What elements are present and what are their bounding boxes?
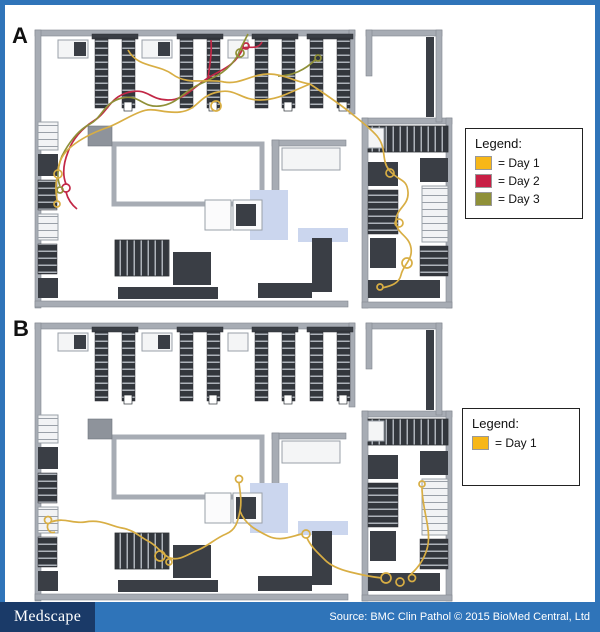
day1-label: = Day 1 (498, 156, 540, 170)
legend-item-day2: = Day 2 (475, 174, 574, 188)
day1-swatch-b (472, 436, 489, 450)
panel-a-label: A (12, 23, 28, 48)
day1-swatch (475, 156, 492, 170)
route-day1-b (43, 474, 430, 587)
day1-label-b: = Day 1 (495, 436, 537, 450)
footer-bar: Medscape Source: BMC Clin Pathol © 2015 … (0, 602, 600, 632)
legend-panel-b: Legend: = Day 1 (462, 408, 580, 486)
legend-item-day3: = Day 3 (475, 192, 574, 206)
panel-b-label: B (13, 316, 29, 341)
medscape-logo-text: Medscape (13, 608, 82, 625)
legend-panel-a: Legend: = Day 1 = Day 2 = Day 3 (465, 128, 583, 219)
day3-swatch (475, 192, 492, 206)
floorplan-a (10, 22, 458, 320)
source-attribution: Source: BMC Clin Pathol © 2015 BioMed Ce… (95, 602, 600, 632)
legend-b-item-day1: = Day 1 (472, 436, 571, 450)
figure-canvas: A B (5, 5, 595, 602)
legend-a-title: Legend: (475, 136, 522, 151)
legend-item-day1: = Day 1 (475, 156, 574, 170)
legend-b-title: Legend: (472, 416, 519, 431)
medscape-logo: Medscape (0, 602, 95, 632)
route-day1 (53, 49, 413, 291)
day3-label: = Day 3 (498, 192, 540, 206)
day2-label: = Day 2 (498, 174, 540, 188)
day2-swatch (475, 174, 492, 188)
floorplan-b (10, 315, 458, 602)
